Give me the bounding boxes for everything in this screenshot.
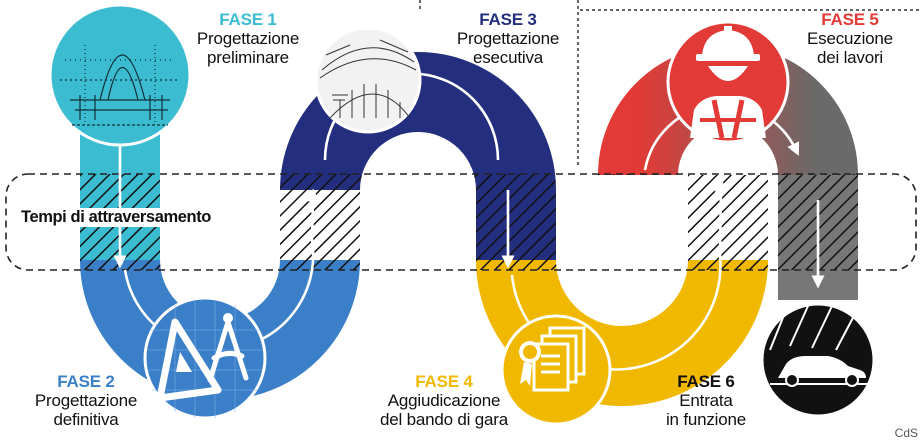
phase-1-label: FASE 1 Progettazione preliminare: [178, 10, 318, 67]
phase-4-desc-line-2: del bando di gara: [380, 410, 508, 430]
phase-2-desc-line-2: definitiva: [53, 410, 119, 430]
path-segment-phase-4: [476, 258, 768, 406]
phase-6-label: FASE 6 Entrata in funzione: [650, 372, 762, 429]
phase-1-desc-line-2: preliminare: [207, 48, 289, 68]
credit: CdS: [894, 426, 918, 440]
phase-6-title: FASE 6: [677, 372, 735, 391]
phase-5-label: FASE 5 Esecuzione dei lavori: [790, 10, 910, 67]
time-band: [5, 173, 917, 271]
phase-1-title: FASE 1: [219, 10, 277, 29]
phase-5-desc-line-2: dei lavori: [816, 48, 884, 68]
band-label: Tempi di attraversamento: [18, 208, 214, 227]
phase-1-desc-line-1: Progettazione: [196, 29, 300, 49]
construction-worker-icon: [666, 20, 790, 144]
phase-4-label: FASE 4 Aggiudicazione del bando di gara: [364, 372, 524, 429]
phase-2-title: FASE 2: [57, 372, 115, 391]
phase-3-desc-line-1: Progettazione: [456, 29, 560, 49]
phase-4-desc-line-1: Aggiudicazione: [387, 391, 501, 411]
drafting-tools-icon: [143, 296, 267, 420]
phase-3-label: FASE 3 Progettazione esecutiva: [438, 10, 578, 67]
bridge-sketch-icon: [48, 3, 192, 147]
phase-4-title: FASE 4: [415, 372, 473, 391]
phase-2-desc-line-1: Progettazione: [34, 391, 138, 411]
phase-5-desc-line-1: Esecuzione: [807, 29, 893, 49]
bridge-drawing-icon: [314, 26, 422, 134]
phase-3-title: FASE 3: [479, 10, 537, 29]
phase-6-desc-line-1: Entrata: [679, 391, 733, 411]
phase-3-desc-line-2: esecutiva: [472, 48, 544, 68]
car-tunnel-icon: [760, 302, 876, 418]
phase-2-label: FASE 2 Progettazione definitiva: [18, 372, 154, 429]
phase-5-title: FASE 5: [821, 10, 879, 29]
award-documents-icon: [500, 314, 612, 426]
phase-6-desc-line-2: in funzione: [665, 410, 747, 430]
